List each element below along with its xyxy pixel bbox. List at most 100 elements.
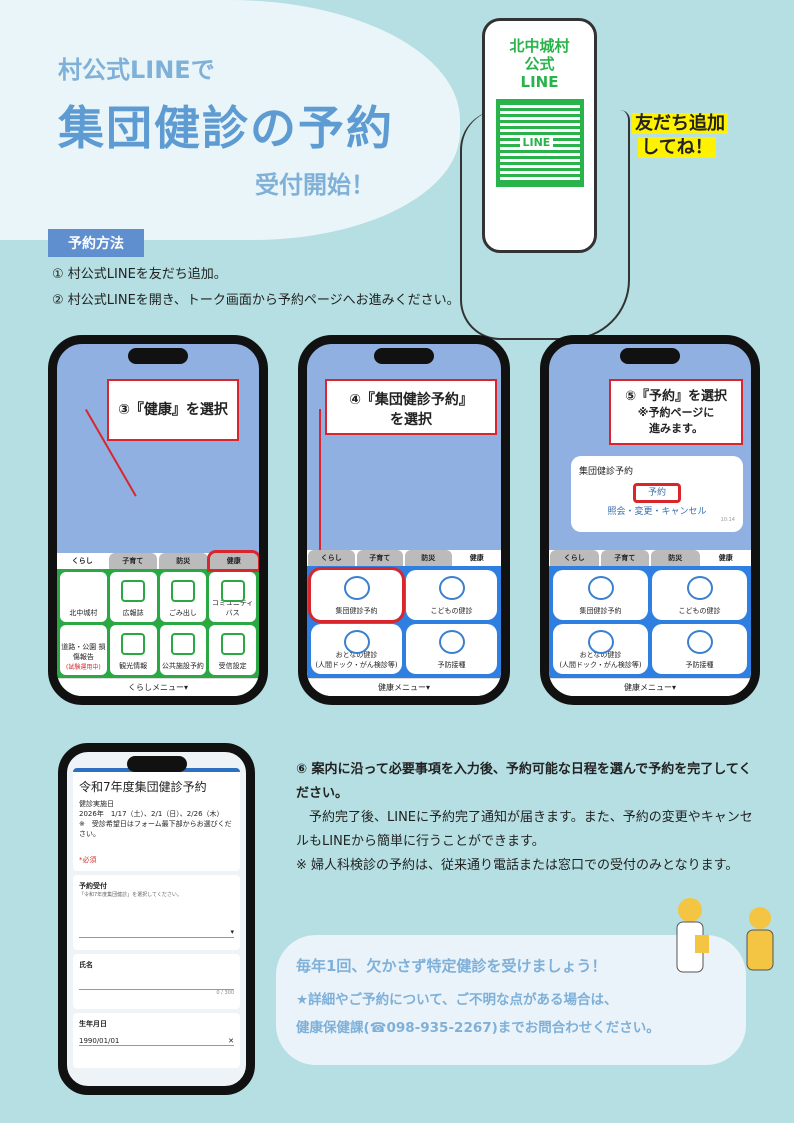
notice-head: 毎年1回、欠かさず特定健診を受けましょう！: [296, 957, 607, 975]
clipboard-icon: [343, 630, 370, 654]
field-label: 予約受付: [79, 882, 107, 890]
friend-text: 友だち追加: [632, 113, 728, 134]
menu-item[interactable]: 受信設定: [209, 625, 256, 675]
tab-kenko[interactable]: 健康: [701, 550, 750, 566]
notch: [128, 348, 188, 364]
syringe-icon: [686, 630, 713, 654]
dates: 2026年 1/17（土）、2/1（日）、2/26（木）: [79, 810, 224, 818]
pointer-line: [319, 409, 321, 594]
subtitle-start: 受付開始！: [255, 171, 375, 199]
label: 集団健診予約: [579, 607, 622, 615]
birthdate-input[interactable]: 1990/01/01✕: [79, 1037, 234, 1046]
menu-bar[interactable]: 健康メニュー▾: [307, 678, 501, 696]
tools-icon: [220, 633, 245, 655]
menu-item[interactable]: コミュニティバス: [209, 572, 256, 622]
field-label: 生年月日: [79, 1020, 107, 1028]
step6-head: ⑥ 案内に沿って必要事項を入力後、予約可能な日程を選んで予約を完了してください。: [296, 762, 752, 801]
chat-title: 集団健診予約: [579, 467, 634, 477]
tab-bousai[interactable]: 防災: [405, 550, 452, 566]
chat-message: 集団健診予約 予約 照会・変更・キャンセル 10:14: [571, 456, 743, 532]
menu: くらし子育て防災健康 集団健診予約 こどもの健診 おとなの健診 (人間ドック・が…: [307, 550, 501, 696]
menu-item[interactable]: 道路・公園 損傷報告(試験運用中): [60, 625, 107, 675]
trash-icon: [170, 580, 195, 602]
inquiry-change-cancel-link[interactable]: 照会・変更・キャンセル: [607, 507, 707, 517]
reserve-button[interactable]: 予約: [632, 483, 681, 503]
char-count: 0 / 300: [216, 990, 234, 996]
menu-item[interactable]: 予防接種: [406, 624, 497, 674]
tab-kosodate[interactable]: 子育て: [108, 553, 157, 569]
tab-kosodate[interactable]: 子育て: [356, 550, 403, 566]
label: 予防接種: [437, 661, 466, 669]
qr-code[interactable]: LINE: [495, 99, 584, 187]
notch: [620, 348, 680, 364]
menu-item[interactable]: 観光情報: [109, 625, 157, 675]
syringe-icon: [438, 630, 465, 654]
tab-kenko[interactable]: 健康: [206, 550, 259, 572]
menu-item[interactable]: 北中城村: [60, 572, 107, 622]
menu-item[interactable]: 集団健診予約: [553, 570, 648, 620]
notch: [374, 348, 434, 364]
baby-icon: [686, 576, 713, 600]
menu-item[interactable]: おとなの健診 (人間ドック・がん検診等): [311, 624, 402, 674]
menu-bar[interactable]: くらしメニュー▾: [57, 678, 259, 696]
callout-text: ④『集団健診予約』: [349, 392, 473, 408]
menu-item[interactable]: こどもの健診: [406, 570, 497, 620]
tab-kurashi[interactable]: くらし: [550, 550, 599, 566]
friend-callout: 友だち追加 してね！: [632, 112, 728, 160]
label: 受信設定: [218, 662, 247, 670]
callout-text: 進みます。: [649, 422, 703, 435]
phone-step5: ⑤『予約』を選択 ※予約ページに進みます。 集団健診予約 予約 照会・変更・キャン…: [540, 335, 760, 705]
megaphone-icon: [121, 580, 146, 602]
menu: くらし子育て防災健康 集団健診予約 こどもの健診 おとなの健診 (人間ドック・が…: [549, 550, 751, 696]
menu-item[interactable]: ごみ出し: [159, 572, 207, 622]
field-label: 氏名: [79, 961, 93, 969]
callout-text: ⑤『予約』を選択: [624, 389, 727, 404]
notice-text: ★詳細やご予約について、ご不明な点がある場合は、: [296, 992, 618, 1008]
step6-text: 予約完了後、LINEに予約完了通知が届きます。また、予約の変更やキャンセルもLI…: [296, 810, 753, 849]
phone-step4: ④『集団健診予約』を選択 くらし子育て防災健康 集団健診予約 こどもの健診 おと…: [298, 335, 510, 705]
name-input[interactable]: [79, 986, 234, 990]
reservation-select[interactable]: ▾: [79, 928, 234, 938]
friend-text: してね！: [638, 137, 716, 158]
form-title: 令和7年度集団健診予約: [79, 780, 207, 794]
tab-bousai[interactable]: 防災: [651, 550, 700, 566]
menu-item[interactable]: 公共施設予約: [159, 625, 207, 675]
tab-bousai[interactable]: 防災: [159, 553, 208, 569]
callout: ③『健康』を選択: [107, 379, 239, 441]
callout-text: ※予約ページに: [637, 406, 715, 419]
timestamp: 10:14: [720, 517, 735, 523]
label: 北中城村: [69, 609, 98, 617]
tab-kosodate[interactable]: 子育て: [600, 550, 649, 566]
menu-item-group-checkup[interactable]: 集団健診予約: [308, 567, 405, 623]
menu-item[interactable]: 予防接種: [652, 624, 747, 674]
label: ごみ出し: [168, 609, 197, 617]
label: 予防接種: [685, 661, 714, 669]
doctor-patient-illustration: [676, 898, 774, 973]
calendar-icon: [170, 633, 195, 655]
qr-label: LINE: [519, 135, 554, 150]
date-label: 健診実施日: [79, 800, 114, 808]
menu-item[interactable]: おとなの健診 (人間ドック・がん検診等): [553, 624, 648, 674]
step-6: ⑥ 案内に沿って必要事項を入力後、予約可能な日程を選んで予約を完了してください。…: [296, 758, 756, 878]
menu-bar[interactable]: 健康メニュー▾: [549, 678, 751, 696]
tab-kurashi[interactable]: くらし: [58, 553, 107, 569]
menu-item[interactable]: 広報誌: [109, 572, 157, 622]
trial-note: (試験運用中): [66, 664, 101, 671]
step-2: ② 村公式LINEを開き、トーク画面から予約ページへお進みください。: [52, 293, 460, 308]
tab-kenko[interactable]: 健康: [453, 550, 500, 566]
phone-form: 令和7年度集団健診予約 健診実施日 2026年 1/17（土）、2/1（日）、2…: [58, 743, 255, 1095]
label: コミュニティバス: [211, 599, 254, 617]
speech-bubble: [0, 0, 460, 240]
callout: ④『集団健診予約』を選択: [325, 379, 497, 435]
label: おとなの健診 (人間ドック・がん検診等): [315, 651, 398, 669]
callout-text: を選択: [390, 412, 432, 428]
form-note: ※ 受診希望日はフォーム最下部からお選びください。: [79, 820, 232, 838]
menu-item[interactable]: こどもの健診: [652, 570, 747, 620]
qr-title: LINE: [520, 73, 559, 91]
menu: くらし子育て防災健康 北中城村 広報誌 ごみ出し コミュニティバス 道路・公園 …: [57, 550, 259, 696]
baby-icon: [438, 576, 465, 600]
tab-kurashi[interactable]: くらし: [308, 550, 355, 566]
howto-label: 予約方法: [48, 229, 144, 257]
clear-icon[interactable]: ✕: [228, 1037, 234, 1045]
